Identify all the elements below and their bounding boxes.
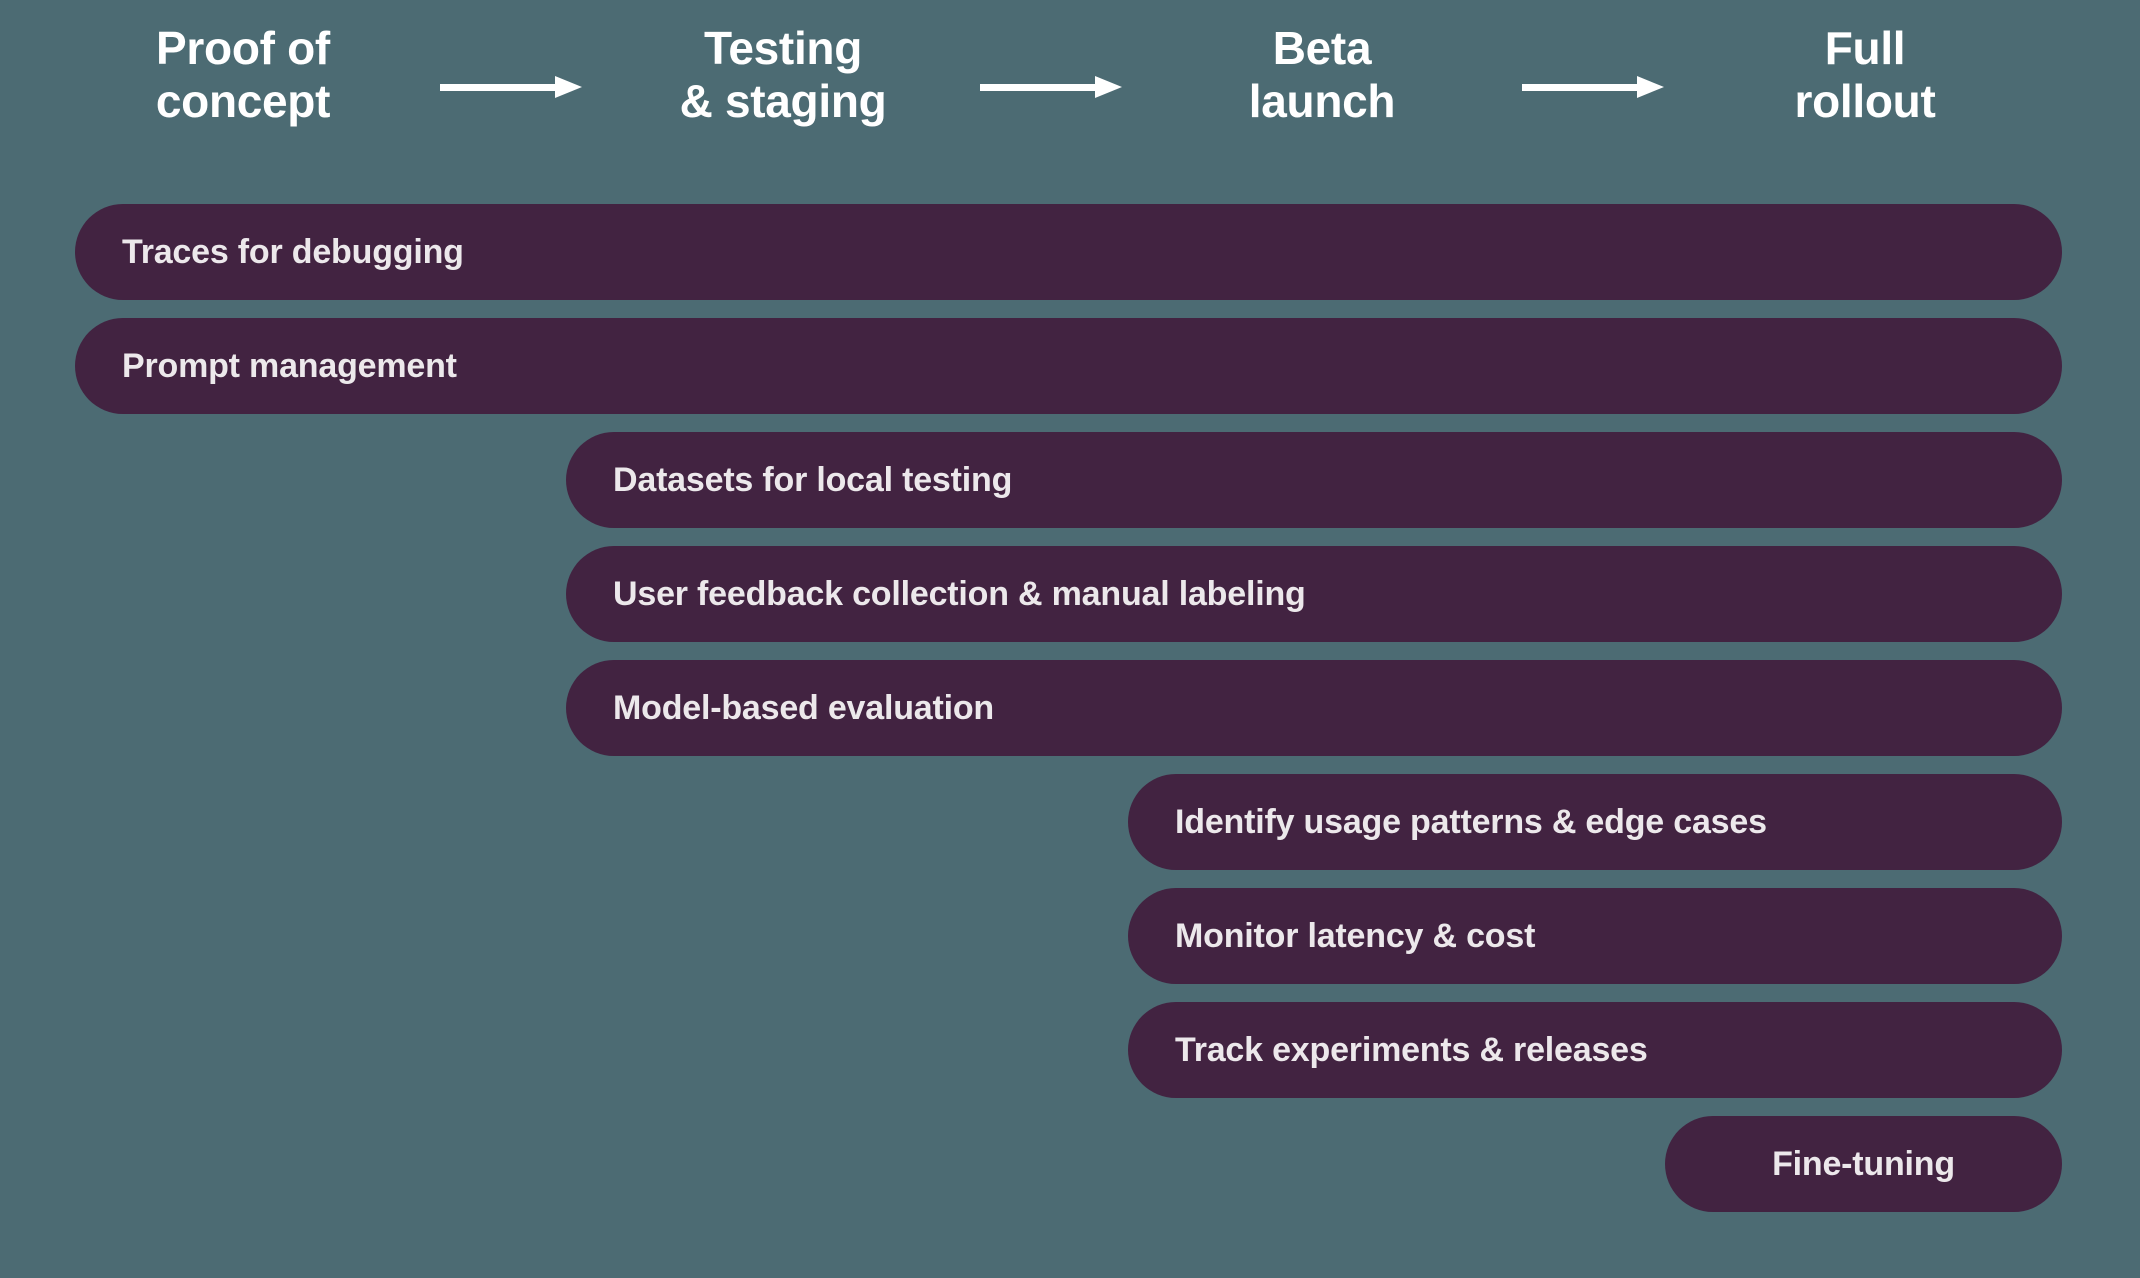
- arrow-icon-1: [440, 76, 582, 98]
- arrow-shaft: [440, 84, 556, 91]
- phase-label-beta-launch: Beta launch: [1248, 22, 1396, 127]
- phase-label-full-rollout: Full rollout: [1794, 22, 1936, 127]
- phase-label-proof-of-concept: Proof of concept: [155, 22, 331, 127]
- capability-pill: Prompt management: [75, 318, 2062, 414]
- capability-pill: Identify usage patterns & edge cases: [1128, 774, 2062, 870]
- capability-label: User feedback collection & manual labeli…: [613, 574, 1306, 613]
- arrow-head: [1095, 76, 1122, 98]
- capability-label: Prompt management: [122, 346, 457, 385]
- capability-pill: User feedback collection & manual labeli…: [566, 546, 2062, 642]
- capability-label: Monitor latency & cost: [1175, 916, 1536, 955]
- capability-label: Fine-tuning: [1772, 1144, 1955, 1183]
- arrow-shaft: [1522, 84, 1638, 91]
- capability-pill: Traces for debugging: [75, 204, 2062, 300]
- capability-label: Datasets for local testing: [613, 460, 1013, 499]
- capability-pill: Track experiments & releases: [1128, 1002, 2062, 1098]
- capability-pill: Model-based evaluation: [566, 660, 2062, 756]
- arrow-head: [555, 76, 582, 98]
- arrow-icon-2: [980, 76, 1122, 98]
- capability-label: Traces for debugging: [122, 232, 464, 271]
- capability-pill: Monitor latency & cost: [1128, 888, 2062, 984]
- capability-pill: Datasets for local testing: [566, 432, 2062, 528]
- arrow-icon-3: [1522, 76, 1664, 98]
- arrow-shaft: [980, 84, 1096, 91]
- phase-label-testing-and-staging: Testing & staging: [679, 22, 887, 127]
- capability-label: Identify usage patterns & edge cases: [1175, 802, 1767, 841]
- arrow-head: [1637, 76, 1664, 98]
- capability-pill: Fine-tuning: [1665, 1116, 2062, 1212]
- capability-label: Model-based evaluation: [613, 688, 995, 727]
- capability-label: Track experiments & releases: [1175, 1030, 1648, 1069]
